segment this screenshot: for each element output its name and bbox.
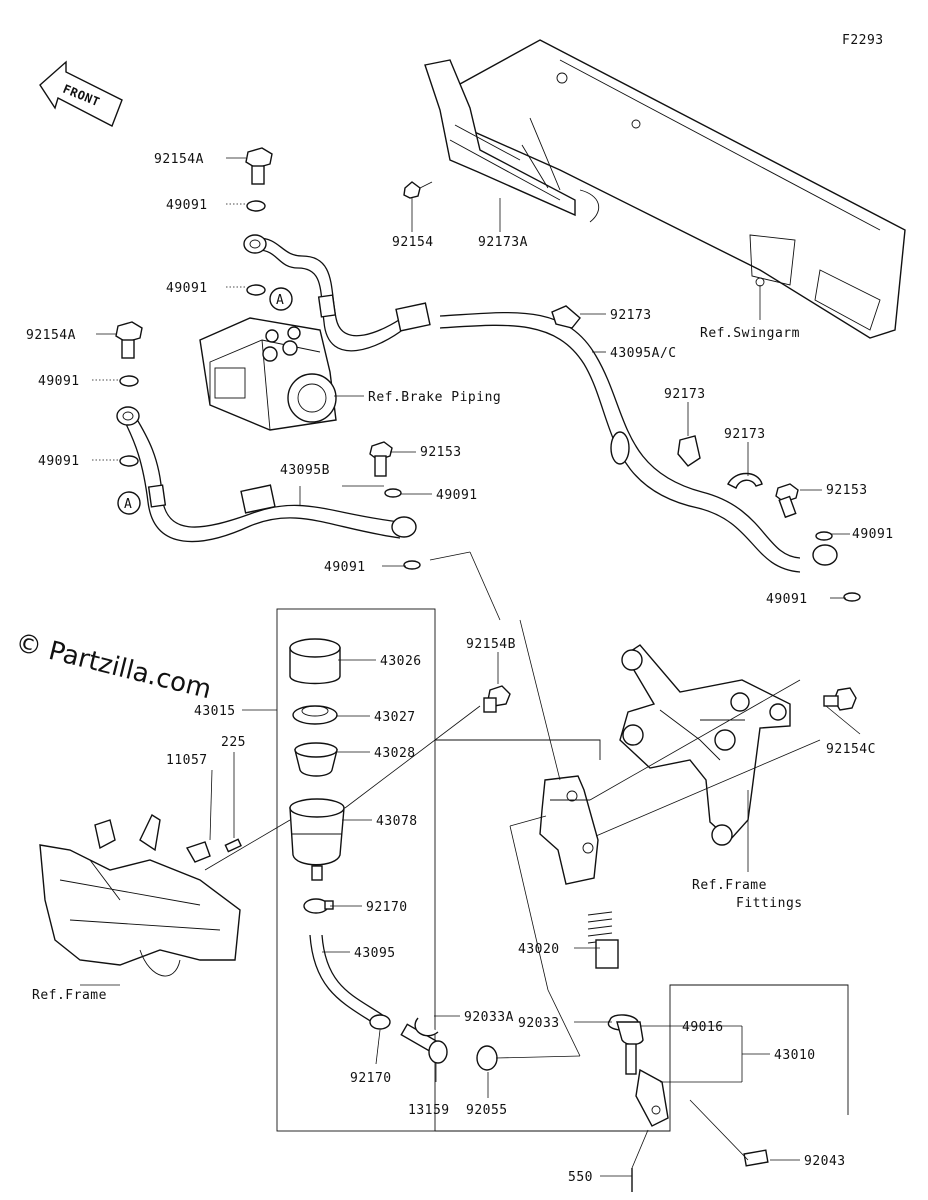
- diaphragm: [294, 742, 338, 777]
- label-43078: 43078: [376, 814, 418, 829]
- svg-text:A: A: [124, 497, 132, 512]
- svg-text:A: A: [276, 293, 284, 308]
- master-cylinder: [539, 775, 599, 885]
- label-92153-right: 92153: [826, 483, 868, 498]
- assembly-frame-lines: [435, 739, 849, 1132]
- hose-clamp-upper: [303, 898, 334, 914]
- label-13159: 13159: [408, 1103, 450, 1118]
- callout-a-upper: A: [269, 287, 293, 311]
- bolt-92154b: [483, 685, 511, 713]
- label-43095: 43095: [354, 946, 396, 961]
- reservoir-assembly-box: [276, 608, 436, 1132]
- label-43015: 43015: [194, 704, 236, 719]
- label-92043: 92043: [804, 1154, 846, 1169]
- label-92154a-left: 92154A: [26, 328, 76, 343]
- label-92033a: 92033A: [464, 1010, 514, 1025]
- label-92173-a: 92173: [610, 308, 652, 323]
- bolt-92154: [403, 181, 433, 199]
- bolt-225: [224, 838, 242, 853]
- label-43010: 43010: [774, 1048, 816, 1063]
- ref-brake-piping-label: Ref.Brake Piping: [368, 390, 501, 405]
- o-ring-92055: [476, 1045, 498, 1071]
- frame-fittings-ref-drawing: [619, 644, 791, 846]
- brake-hoses: [124, 237, 806, 573]
- label-92170-lower: 92170: [350, 1071, 392, 1086]
- swingarm-ref-drawing: [424, 39, 906, 339]
- ref-labels: Ref.Swingarm Ref.Brake Piping Ref.Frame …: [32, 326, 803, 1003]
- label-49091-f: 49091: [324, 560, 366, 575]
- label-49091-b: 49091: [166, 281, 208, 296]
- circlip-92033a: [414, 1017, 439, 1037]
- spring-43020: [587, 911, 619, 969]
- label-92154: 92154: [392, 235, 434, 250]
- diaphragm-plate: [292, 705, 338, 725]
- bolt-92153-right: [775, 483, 799, 519]
- leader-lines: [80, 157, 861, 1177]
- clamps-92173: [551, 305, 763, 489]
- ref-frame-fittings-label-1: Ref.Frame: [692, 878, 767, 893]
- label-92154c: 92154C: [826, 742, 876, 757]
- label-92055: 92055: [466, 1103, 508, 1118]
- label-92173-c: 92173: [724, 427, 766, 442]
- sealing-washers: [119, 200, 861, 602]
- label-49091-h: 49091: [766, 592, 808, 607]
- hose-joint-13159: [400, 1023, 448, 1064]
- upper-bolt-92154a: [245, 147, 273, 185]
- front-arrow-icon: FRONT: [39, 60, 123, 127]
- label-49091-e: 49091: [436, 488, 478, 503]
- label-92170-upper: 92170: [366, 900, 408, 915]
- label-43095ac: 43095A/C: [610, 346, 677, 361]
- label-43028: 43028: [374, 746, 416, 761]
- label-43026: 43026: [380, 654, 422, 669]
- hose-clamp-lower: [369, 1014, 391, 1030]
- label-225: 225: [221, 735, 246, 750]
- frame-ref-drawing: [39, 813, 241, 977]
- reservoir-cap: [289, 638, 341, 685]
- label-92154a-upper: 92154A: [154, 152, 204, 167]
- label-92153-upper: 92153: [420, 445, 462, 460]
- callout-a-lower: A: [117, 491, 141, 515]
- left-bolt-92154a: [115, 321, 143, 359]
- label-49091-c: 49091: [38, 374, 80, 389]
- abs-unit-drawing: [199, 317, 337, 431]
- label-92154b: 92154B: [466, 637, 516, 652]
- label-43095b: 43095B: [280, 463, 330, 478]
- ref-frame-label: Ref.Frame: [32, 988, 107, 1003]
- reservoir-hose: [309, 929, 386, 1027]
- label-92033: 92033: [518, 1016, 560, 1031]
- label-43020: 43020: [518, 942, 560, 957]
- reservoir-tank: [289, 798, 345, 881]
- figure-code: F2293: [842, 33, 884, 48]
- pin-92043: [743, 1149, 769, 1167]
- label-550: 550: [568, 1170, 593, 1185]
- label-92173a: 92173A: [478, 235, 528, 250]
- label-43027: 43027: [374, 710, 416, 725]
- label-49016: 49016: [682, 1020, 724, 1035]
- banjo-fittings: [116, 234, 838, 566]
- watermark: © Partzilla.com: [12, 628, 214, 706]
- label-92173-b: 92173: [664, 387, 706, 402]
- part-labels: 92154A 49091 49091 92154A 49091 49091 92…: [26, 152, 894, 1185]
- ref-frame-fittings-label-2: Fittings: [736, 896, 803, 911]
- ref-swingarm-label: Ref.Swingarm: [700, 326, 800, 341]
- push-rod-assembly: [616, 1021, 669, 1127]
- label-49091-g: 49091: [852, 527, 894, 542]
- label-11057: 11057: [166, 753, 208, 768]
- bolt-92154c: [823, 687, 857, 711]
- label-49091-d: 49091: [38, 454, 80, 469]
- label-49091-a: 49091: [166, 198, 208, 213]
- bolt-92153-upper: [369, 441, 393, 477]
